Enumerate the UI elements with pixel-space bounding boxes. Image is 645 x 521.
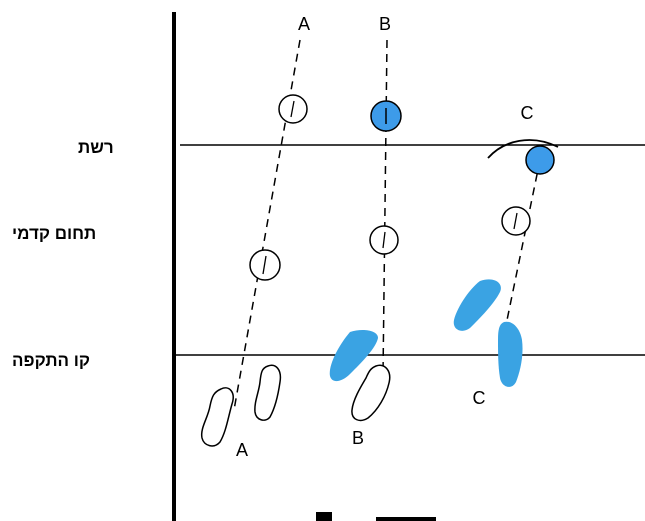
track-c-ball-low-mark bbox=[513, 212, 518, 230]
front-court-label: תחום קדמי bbox=[12, 224, 97, 243]
track-c-top-label: C bbox=[521, 103, 534, 123]
track-a bbox=[200, 39, 308, 447]
track-a-ball-high-mark bbox=[290, 100, 295, 118]
track-c-ball-at-net bbox=[525, 145, 555, 175]
track-c-path bbox=[505, 159, 541, 326]
track-b-top-label: B bbox=[379, 14, 391, 34]
track-b-bottom-label: B bbox=[352, 428, 364, 448]
track-a-ball-low-mark bbox=[262, 255, 267, 275]
track-c-block-arc bbox=[487, 139, 559, 159]
track-a-left-footprint bbox=[200, 387, 234, 447]
track-b-footprint bbox=[351, 364, 391, 422]
cropped-caption-fragment bbox=[316, 512, 436, 521]
track-c-blue-footprint-upper bbox=[453, 279, 501, 331]
track-b bbox=[329, 39, 402, 422]
track-b-path bbox=[382, 39, 388, 376]
track-b-blue-footprint bbox=[329, 330, 378, 382]
track-a-bottom-label: A bbox=[236, 440, 248, 460]
track-a-top-label: A bbox=[298, 14, 310, 34]
attack-line-label: קו התקפה bbox=[12, 351, 91, 370]
net-label: רשת bbox=[78, 138, 114, 157]
track-c bbox=[453, 139, 559, 387]
track-b-ball-low-mark bbox=[382, 231, 386, 249]
track-c-blue-footprint-lower bbox=[498, 321, 523, 387]
track-c-bottom-label: C bbox=[473, 388, 486, 408]
track-a-right-footprint bbox=[254, 364, 282, 421]
